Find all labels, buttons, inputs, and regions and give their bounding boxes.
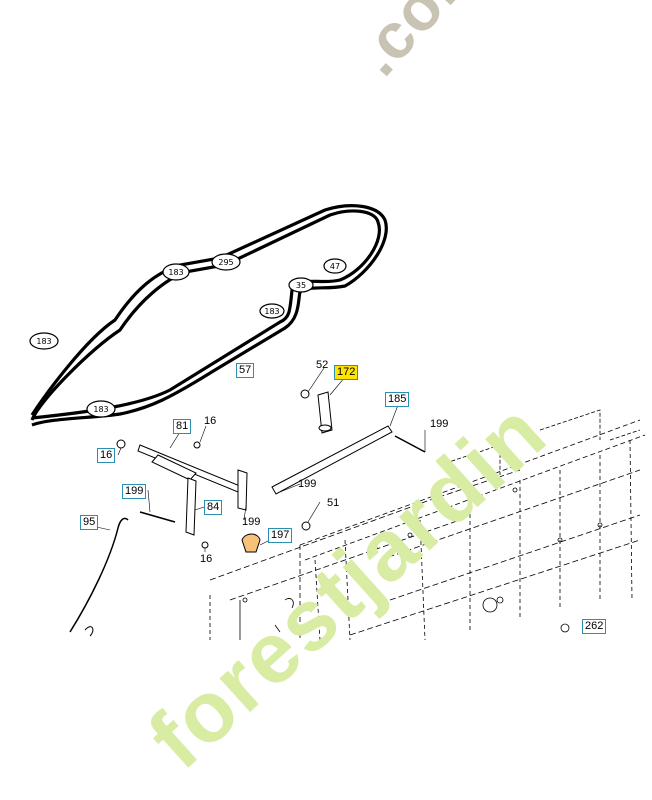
nut-16: [116, 439, 126, 449]
pulley-label-183: 183: [264, 307, 279, 316]
pulley-183-top: [162, 263, 190, 281]
callout-95: 95: [80, 515, 99, 530]
linkage-parts: [69, 389, 426, 637]
nut-52: [300, 389, 310, 399]
callout-199: 199: [430, 418, 449, 430]
callout-185: 185: [385, 392, 410, 407]
bolt-199: [394, 435, 426, 453]
pulley-label-35: 35: [296, 281, 306, 290]
callout-16: 16: [97, 448, 116, 463]
pulley-label-183: 183: [93, 405, 108, 414]
pulley-183-left: [29, 332, 59, 350]
callout-199: 199: [298, 478, 317, 490]
lift-rod-185: [271, 425, 393, 495]
nut-51: [301, 521, 311, 531]
callout-52: 52: [316, 359, 329, 371]
pulley-label-295: 295: [218, 258, 233, 267]
pulleys: [29, 253, 347, 418]
bolt-199: [139, 511, 176, 523]
mower-frame: [209, 409, 646, 641]
leader-lines: [91, 367, 426, 552]
pulley-label-183: 183: [36, 337, 51, 346]
pulley-label-183: 183: [168, 268, 183, 277]
pulley-labels: 295 183 35 47 183 183 183: [36, 258, 340, 414]
callout-199: 199: [242, 516, 261, 528]
callout-84: 84: [204, 500, 223, 515]
bracket-172: [317, 391, 333, 434]
pulley-35: [288, 277, 314, 293]
callout-81: 81: [173, 419, 192, 434]
knob-197: [241, 533, 261, 553]
callout-57: 57: [236, 363, 255, 378]
pulley-47: [323, 258, 347, 274]
pulley-295: [211, 253, 241, 271]
pulley-183-bottom: [86, 400, 116, 418]
callout-51: 51: [327, 497, 340, 509]
callout-172: 172: [334, 365, 359, 380]
callout-16: 16: [200, 553, 213, 565]
lever-84: [185, 477, 197, 536]
pulley-183-mid: [259, 303, 285, 319]
nut-16: [201, 541, 209, 549]
pulley-label-47: 47: [330, 262, 340, 271]
drive-belt: [30, 204, 388, 427]
callout-16: 16: [204, 415, 217, 427]
lever-arm: [237, 469, 248, 511]
cable-95: [69, 517, 129, 633]
callout-199: 199: [122, 484, 147, 499]
callout-262: 262: [582, 619, 607, 634]
callout-197: 197: [268, 528, 293, 543]
nut-16: [193, 441, 201, 449]
